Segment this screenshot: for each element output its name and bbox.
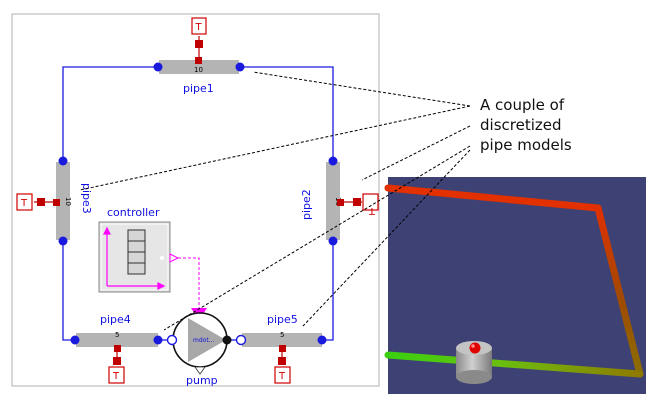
controller-block[interactable]: controller [98, 206, 180, 293]
pipe3-port-a[interactable] [58, 156, 68, 166]
pipe4-port-a[interactable] [70, 335, 80, 345]
pipe4-label: pipe4 [100, 313, 131, 326]
pump-port-a[interactable] [166, 334, 178, 346]
pipe1-temperature-sensor[interactable]: T [191, 17, 207, 64]
pump-port-b[interactable] [222, 335, 232, 345]
controller-label: controller [107, 206, 160, 219]
pipe3-segments: 10 [64, 197, 72, 206]
pipe5-port-a[interactable] [235, 334, 247, 346]
pipe3-label: pipe3 [80, 183, 93, 214]
pump[interactable]: mdot... pump [166, 312, 232, 387]
pipe1-port-b[interactable] [235, 62, 245, 72]
controller-output-port[interactable] [169, 253, 180, 263]
pipe1[interactable]: 10 pipe1 [153, 60, 245, 95]
pipe3-port-b[interactable] [58, 236, 68, 246]
pump-inner-label: mdot... [193, 337, 214, 344]
sensor-label: T [20, 198, 28, 209]
pipe5-label: pipe5 [267, 313, 298, 326]
pipe5-segments: 5 [280, 331, 284, 339]
pipe2-label: pipe2 [300, 189, 313, 220]
annotation-line-1: A couple of [480, 96, 565, 114]
pipe5-port-b[interactable] [317, 335, 327, 345]
pipe4-temperature-sensor[interactable]: T [108, 345, 125, 384]
annotation-line-2: discretized [480, 116, 562, 134]
pipe5[interactable]: 5 pipe5 [235, 313, 327, 347]
pipe2-port-b[interactable] [328, 236, 338, 246]
annotation-pointer-lines [79, 71, 471, 331]
3d-visualization [384, 177, 646, 394]
sensor-label: T [112, 371, 120, 382]
pipe2-temperature-sensor[interactable]: T [337, 193, 379, 216]
pipe4-segments: 5 [115, 331, 119, 339]
pump-label: pump [186, 374, 218, 387]
sensor-label: T [195, 22, 203, 33]
pipe5-temperature-sensor[interactable]: T [274, 345, 291, 384]
pipe3[interactable]: 10 pipe3 [56, 156, 93, 246]
pipe-annotation: A couple of discretized pipe models [79, 71, 572, 331]
pipe1-port-a[interactable] [153, 62, 163, 72]
sensor-label: T [278, 371, 286, 382]
pipe3-temperature-sensor[interactable]: T [16, 193, 60, 211]
controller-table-icon [127, 229, 146, 275]
controller-axes-icon [103, 226, 166, 290]
pump-3d-icon [456, 341, 492, 384]
annotation-line-3: pipe models [480, 136, 572, 154]
pipe4[interactable]: 5 pipe4 [70, 313, 163, 347]
sensor-label: T [368, 205, 376, 216]
pipe1-segments: 10 [194, 66, 203, 74]
pipe4-port-b[interactable] [153, 335, 163, 345]
pipe1-label: pipe1 [183, 82, 214, 95]
pipe2-port-a[interactable] [328, 156, 338, 166]
